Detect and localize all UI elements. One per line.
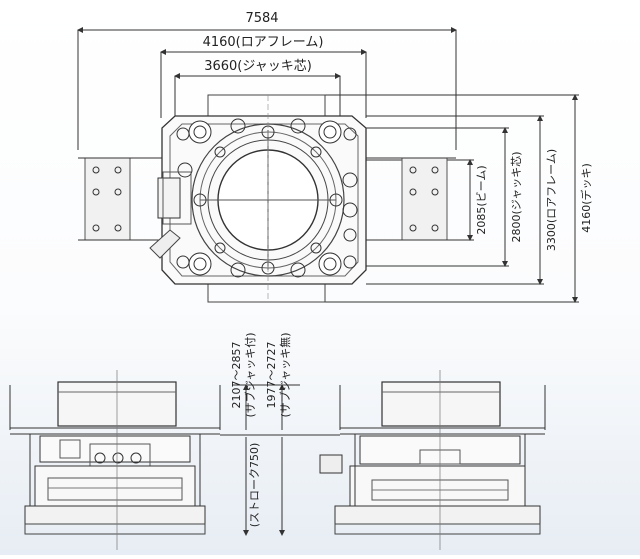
dimension-overall-width — [77, 27, 457, 150]
height-dimensions — [220, 384, 340, 536]
overall-width-label: 7584 — [245, 11, 278, 26]
height-range-sub-jack-attached-label: 2107～2857 — [230, 342, 243, 409]
height-note-sub-jack-attached-label: (サブジャッキ付) — [243, 332, 257, 417]
side-view-right — [319, 370, 546, 550]
lower-frame-length-label: 3300(ロアフレーム) — [545, 149, 558, 251]
left-beam — [78, 157, 165, 241]
dimension-lower-frame-width — [160, 49, 367, 118]
jack-center-width-label: 3660(ジャッキ芯) — [204, 59, 312, 74]
jack-center-length-label: 2800(ジャッキ芯) — [509, 151, 523, 242]
dimension-jack-center-length — [340, 127, 509, 267]
top-view — [77, 27, 579, 303]
dimension-lower-frame-length — [366, 115, 544, 285]
deck-length-label: 4160(デッキ) — [579, 163, 593, 233]
jacks — [176, 118, 358, 278]
hydraulic-unit — [149, 171, 192, 259]
beam-length-label: 2085(ビーム) — [475, 165, 488, 234]
side-view-left — [9, 370, 221, 550]
lower-frame-width-label: 4160(ロアフレーム) — [203, 35, 324, 50]
height-range-sub-jack-excluded-label: 1977～2727 — [265, 342, 278, 409]
right-beam — [365, 157, 456, 241]
stroke-label: (ストローク750) — [248, 443, 261, 528]
height-note-sub-jack-excluded-label: (サブジャッキ無) — [278, 332, 292, 417]
